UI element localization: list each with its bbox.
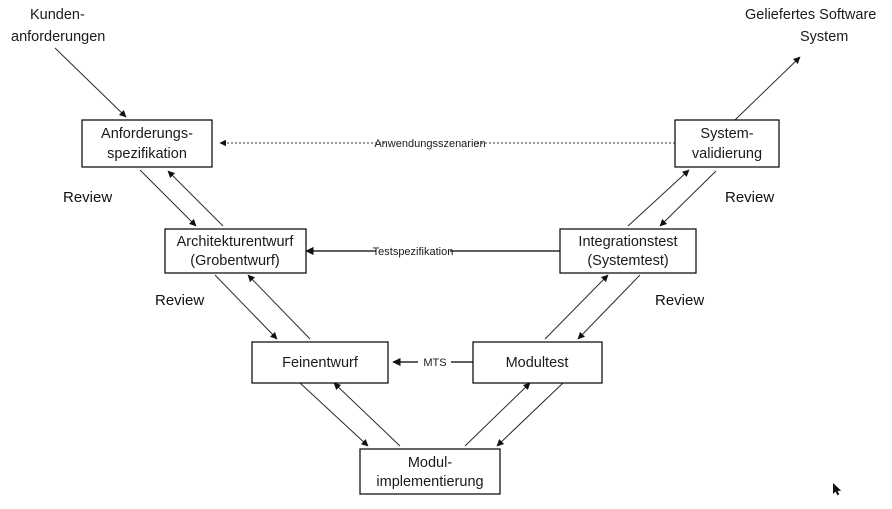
label-kundenanforderungen-line2: anforderungen bbox=[11, 29, 105, 45]
box-modultest[interactable] bbox=[472, 341, 603, 384]
box-feinentwurf[interactable] bbox=[251, 341, 389, 384]
arrow-systemvalidierung-to-integrationstest-review bbox=[659, 170, 717, 227]
arrow-modultest-to-modulimplementierung bbox=[496, 382, 564, 447]
arrow-feinentwurf-to-modulimplementierung bbox=[299, 382, 369, 447]
box-systemvalidierung-line1: System- bbox=[700, 126, 753, 142]
box-anforderungsspezifikation-line2: spezifikation bbox=[107, 146, 187, 162]
box-modultest-label: Modultest bbox=[506, 355, 569, 371]
box-systemvalidierung[interactable] bbox=[674, 119, 780, 168]
box-architekturentwurf-line2: (Grobentwurf) bbox=[190, 253, 279, 269]
box-integrationstest-line1: Integrationstest bbox=[578, 234, 677, 250]
arrow-modulimplementierung-to-feinentwurf bbox=[333, 382, 401, 447]
box-architekturentwurf-line1: Architekturentwurf bbox=[177, 234, 295, 250]
box-architekturentwurf[interactable] bbox=[164, 228, 307, 274]
box-anforderungsspezifikation-line1: Anforderungs- bbox=[101, 126, 193, 142]
arrow-input-to-anforderungsspezifikation bbox=[54, 47, 127, 118]
arrow-integrationstest-to-modultest-review bbox=[577, 274, 641, 340]
label-mts: MTS bbox=[423, 357, 446, 369]
arrow-systemvalidierung-to-output bbox=[734, 56, 801, 121]
label-anwendungsszenarien: Anwendungsszenarien bbox=[374, 138, 485, 150]
mouse-cursor-icon bbox=[833, 483, 842, 496]
arrow-modultest-to-integrationstest bbox=[544, 274, 609, 340]
arrow-architektur-to-anforderung-review bbox=[167, 170, 224, 227]
box-modulimplementierung-line1: Modul- bbox=[408, 455, 452, 471]
label-kundenanforderungen-line1: Kunden- bbox=[30, 7, 85, 23]
arrow-feinentwurf-to-architektur-review bbox=[247, 274, 311, 340]
box-modulimplementierung-line2: implementierung bbox=[376, 474, 483, 490]
label-testspezifikation: Testspezifikation bbox=[373, 246, 454, 258]
box-integrationstest[interactable] bbox=[559, 228, 697, 274]
box-feinentwurf-label: Feinentwurf bbox=[282, 355, 359, 371]
box-modulimplementierung[interactable] bbox=[359, 448, 501, 495]
label-geliefertes-software-system-line2: System bbox=[800, 29, 848, 45]
arrow-anforderung-to-architektur bbox=[139, 169, 197, 227]
label-review-right-upper: Review bbox=[725, 189, 774, 206]
box-integrationstest-line2: (Systemtest) bbox=[587, 253, 668, 269]
label-review-right-lower: Review bbox=[655, 292, 704, 309]
arrow-integrationstest-to-systemvalidierung bbox=[627, 169, 690, 227]
box-systemvalidierung-line2: validierung bbox=[692, 146, 762, 162]
label-review-left-upper: Review bbox=[63, 189, 112, 206]
box-anforderungsspezifikation[interactable] bbox=[81, 119, 213, 168]
arrow-architektur-to-feinentwurf bbox=[214, 274, 278, 340]
label-review-left-lower: Review bbox=[155, 292, 204, 309]
arrow-modulimplementierung-to-modultest bbox=[464, 382, 531, 447]
label-geliefertes-software-system-line1: Geliefertes Software bbox=[745, 7, 876, 23]
